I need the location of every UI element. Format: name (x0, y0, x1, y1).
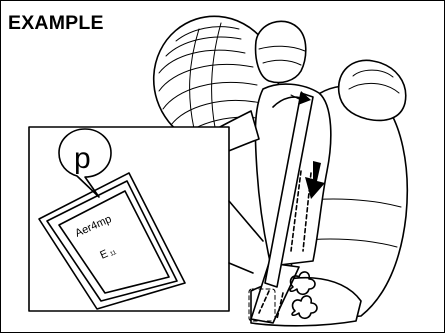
burst-icon (289, 271, 318, 320)
seatbelt-arrow-icon (305, 161, 325, 199)
warning-tag-illustration (38, 172, 186, 310)
callout-letter: p (74, 142, 91, 175)
callout-bubble (58, 128, 112, 198)
seatbelt-illustration (248, 92, 314, 322)
tag-line-2: E (98, 248, 110, 262)
rotation-arrow-icon (272, 91, 311, 108)
tag-subscript: 11 (109, 250, 118, 258)
diagram-title: EXAMPLE (8, 12, 104, 34)
